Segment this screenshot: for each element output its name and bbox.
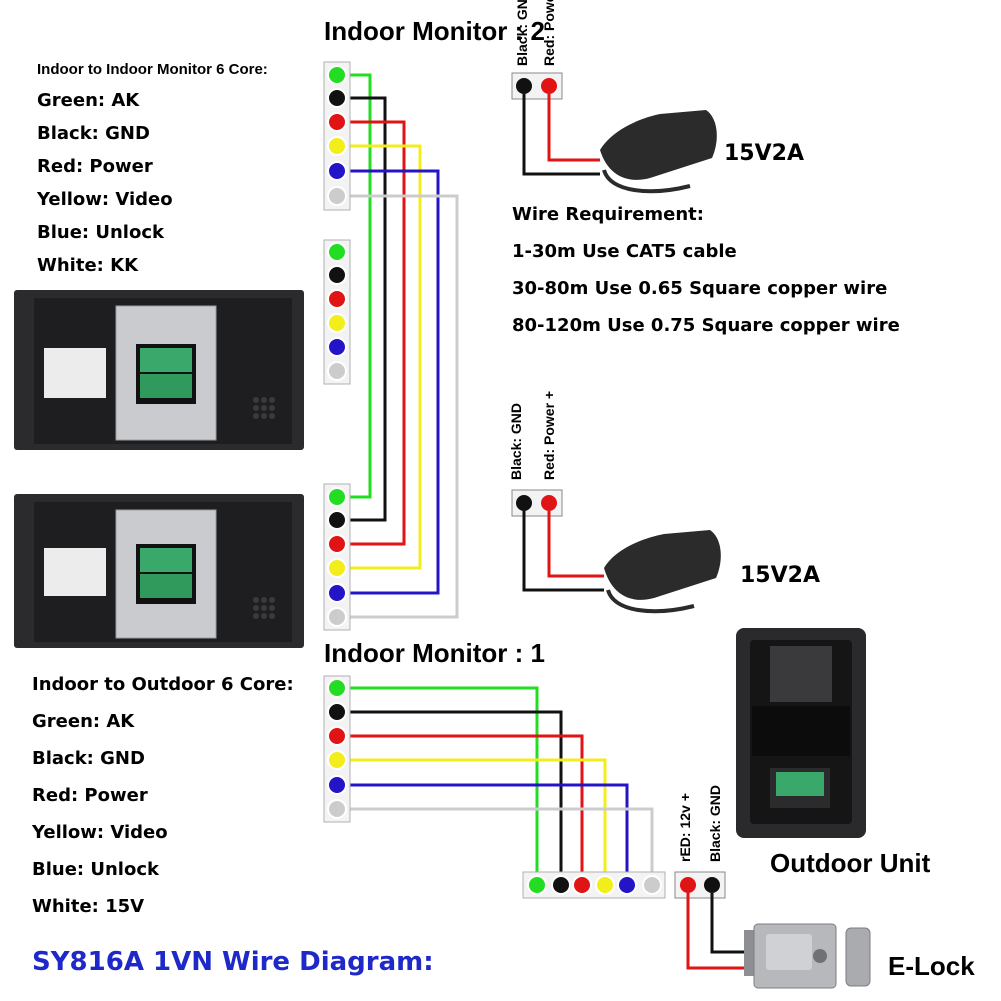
power-adapter-icon <box>604 530 721 614</box>
indoor-monitor-1-photo <box>14 494 304 648</box>
lock-terminal: rED: 12v + Black: GND <box>674 785 748 970</box>
indoor-legend: Indoor to Indoor Monitor 6 Core: Green: … <box>36 61 268 276</box>
speaker-grille <box>253 397 275 419</box>
outdoor-legend-item-white: White: 15V <box>32 896 144 917</box>
outdoor-legend-item-yellow: Yellow: Video <box>31 822 168 843</box>
indoor-legend-item-white: White: KK <box>37 255 139 276</box>
outdoor-legend-item-black: Black: GND <box>32 748 145 769</box>
indoor-monitor-2-label: Indoor Monitor : 2 <box>324 16 545 46</box>
outdoor-legend: Indoor to Outdoor 6 Core: Green: AK Blac… <box>31 674 294 917</box>
indoor-to-outdoor-wires <box>348 686 654 884</box>
indoor-legend-item-red: Red: Power <box>37 156 153 177</box>
lock-black-gnd-label: Black: GND <box>707 785 723 862</box>
monitor-1-black-gnd-label: Black: GND <box>508 403 524 480</box>
indoor-legend-item-yellow: Yellow: Video <box>36 189 173 210</box>
indoor-legend-item-blue: Blue: Unlock <box>37 222 165 243</box>
indoor-legend-item-green: Green: AK <box>37 90 140 111</box>
speaker-grille <box>253 597 275 619</box>
outdoor-terminal-block <box>522 871 666 899</box>
monitor-2-red-power-label: Red: Power <box>541 0 557 66</box>
indoor-legend-item-black: Black: GND <box>37 123 150 144</box>
monitor-1-terminal-block-b <box>323 675 351 823</box>
monitor-1-red-power-label: Red: Power + <box>541 391 557 480</box>
monitor-1-adapter-label: 15V2A <box>740 563 820 588</box>
outdoor-unit-photo <box>736 628 866 838</box>
outdoor-legend-item-blue: Blue: Unlock <box>32 859 160 880</box>
monitor-1-power: Black: GND Red: Power + 15V2A <box>508 391 820 614</box>
outdoor-legend-title: Indoor to Outdoor 6 Core: <box>32 674 294 695</box>
outdoor-unit-label: Outdoor Unit <box>770 848 931 878</box>
elock-label: E-Lock <box>888 951 975 981</box>
indoor-monitor-1-label: Indoor Monitor : 1 <box>324 638 545 668</box>
wire-requirement-title: Wire Requirement: <box>512 204 704 225</box>
outdoor-legend-item-red: Red: Power <box>32 785 148 806</box>
wire-requirement-line-1: 1-30m Use CAT5 cable <box>512 241 737 262</box>
monitor-2-terminal-block <box>323 61 351 211</box>
wire-requirement-line-3: 80-120m Use 0.75 Square copper wire <box>512 315 900 336</box>
product-label <box>44 348 106 398</box>
elock-icon <box>744 923 871 989</box>
monitor-2-black-gnd-label: Black: GND <box>514 0 530 66</box>
monitor-2-adapter-label: 15V2A <box>724 141 804 166</box>
product-label <box>44 548 106 596</box>
indoor-legend-title: Indoor to Indoor Monitor 6 Core: <box>37 61 268 78</box>
indoor-to-indoor-wires <box>348 73 459 619</box>
wire-requirement: Wire Requirement: 1-30m Use CAT5 cable 3… <box>512 204 900 336</box>
power-adapter-icon <box>600 110 717 194</box>
diagram-title: SY816A 1VN Wire Diagram: <box>32 947 434 977</box>
outdoor-legend-item-green: Green: AK <box>32 711 135 732</box>
lock-red-12v-label: rED: 12v + <box>677 793 693 862</box>
wire-requirement-line-2: 30-80m Use 0.65 Square copper wire <box>512 278 887 299</box>
monitor-1-terminal-block-a <box>323 483 351 631</box>
monitor-2-terminal-block-b <box>323 239 351 385</box>
indoor-monitor-2-photo <box>14 290 304 450</box>
monitor-2-power: Black: GND Red: Power 15V2A <box>511 0 804 194</box>
